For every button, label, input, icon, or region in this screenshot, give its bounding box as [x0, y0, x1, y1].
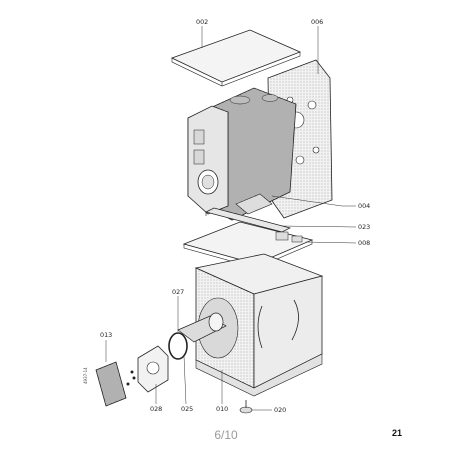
adjustable-foot [239, 400, 253, 414]
callout-027: 027 [172, 288, 184, 296]
heat-exchanger-block [187, 87, 297, 221]
gasket-ring [168, 332, 188, 360]
callout-008: 008 [358, 239, 370, 247]
callout-004: 004 [358, 202, 370, 210]
callout-020: 020 [274, 406, 286, 414]
callout-013: 013 [100, 331, 112, 339]
top-cover-plate [170, 29, 302, 87]
casing-box [194, 253, 324, 397]
callout-023: 023 [358, 223, 370, 231]
callout-006: 006 [311, 18, 323, 26]
callout-028: 028 [150, 405, 162, 413]
drawing-code: 4937-14 [83, 367, 88, 384]
flange-plate [126, 345, 169, 393]
callout-002: 002 [196, 18, 208, 26]
callout-010: 010 [216, 405, 228, 413]
sheet-number: 21 [392, 428, 403, 438]
burner-tube [177, 312, 227, 343]
page-number: 6/10 [214, 428, 238, 442]
callout-025: 025 [181, 405, 193, 413]
leader-lines [105, 26, 357, 411]
filter-panel [95, 361, 127, 407]
